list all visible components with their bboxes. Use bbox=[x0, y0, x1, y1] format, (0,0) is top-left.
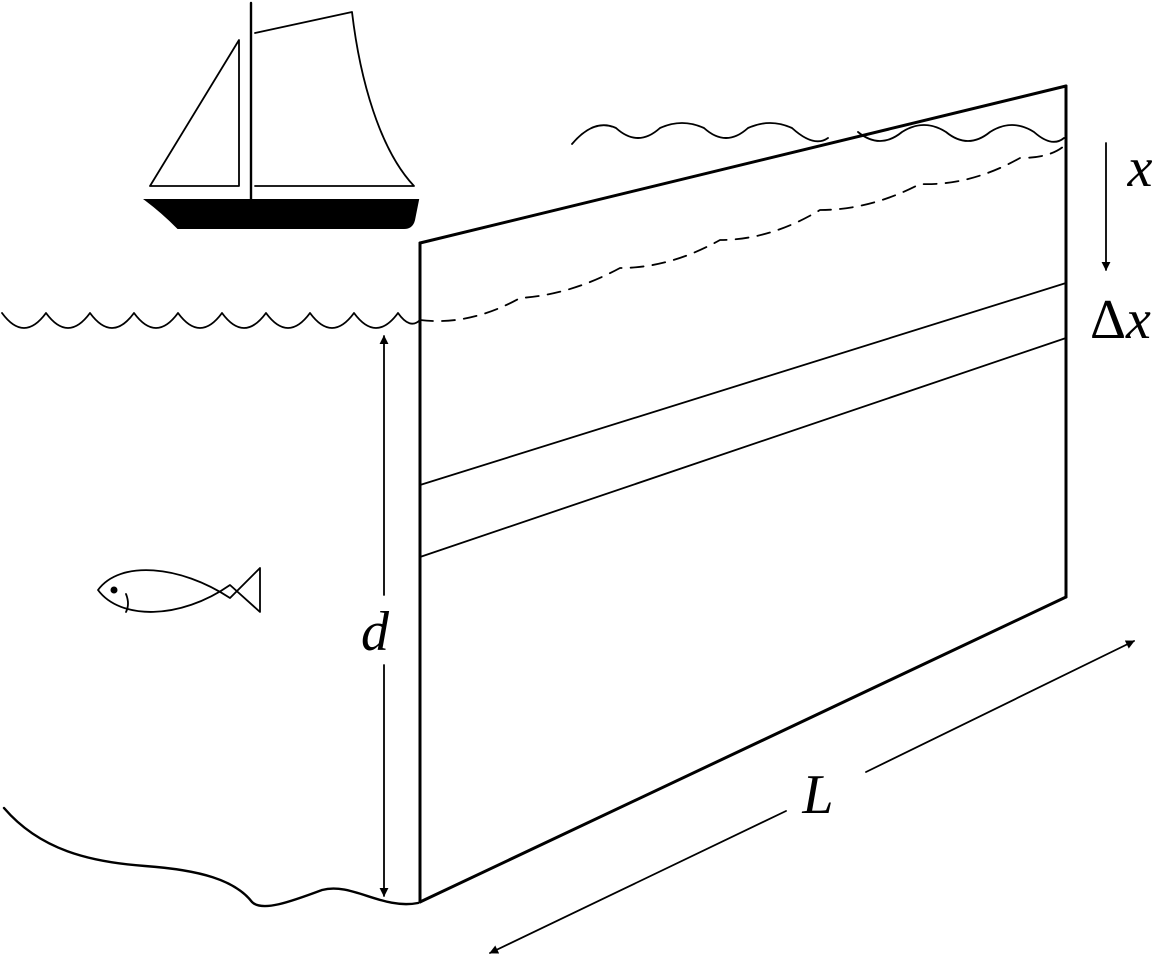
strip-bottom-line bbox=[419, 337, 1067, 558]
delta-symbol: Δ bbox=[1090, 289, 1126, 351]
length-arrow-lower bbox=[489, 810, 787, 954]
length-label: L bbox=[801, 764, 833, 826]
delta-x-label: Δx bbox=[1090, 289, 1151, 351]
water-surface-left bbox=[1, 312, 421, 329]
water-surface-right-far bbox=[857, 124, 1065, 143]
sea-bed bbox=[2, 806, 420, 908]
dam-slab bbox=[418, 84, 1068, 904]
sailboat-icon bbox=[143, 1, 420, 229]
delta-variable: x bbox=[1125, 289, 1151, 351]
strip-top-line bbox=[419, 282, 1067, 486]
depth-label: d bbox=[361, 601, 390, 663]
length-arrow-upper bbox=[865, 640, 1135, 773]
water-surface-right bbox=[571, 122, 829, 145]
fish-icon bbox=[97, 567, 261, 613]
hidden-water-line bbox=[419, 145, 1065, 322]
x-label: x bbox=[1127, 137, 1153, 199]
